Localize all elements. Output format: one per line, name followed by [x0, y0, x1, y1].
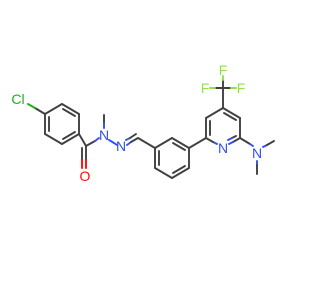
bond — [129, 133, 137, 139]
bond — [85, 140, 96, 147]
bond — [188, 137, 207, 149]
dimethylamino-nitrogen-atom-label: N — [252, 145, 262, 161]
bond — [154, 137, 173, 149]
bond — [223, 112, 237, 121]
fluorine-top-atom-label: F — [219, 62, 228, 78]
fluorine-right-atom-label: F — [237, 80, 246, 96]
bond — [172, 165, 186, 174]
bond — [266, 140, 275, 146]
bond — [44, 133, 63, 145]
bond — [44, 103, 63, 115]
bond — [154, 167, 173, 179]
molecule-structure-diagram: Cl O N N — [11, 62, 275, 184]
bond — [205, 137, 214, 143]
bond — [228, 141, 234, 145]
chlorine-atom-label: Cl — [11, 91, 24, 107]
bond — [172, 142, 186, 151]
bond — [171, 137, 190, 149]
fluorine-left-atom-label: F — [201, 80, 210, 96]
bond — [222, 107, 241, 119]
oxygen-atom-label: O — [80, 168, 91, 184]
bond — [232, 137, 241, 143]
bond — [62, 108, 76, 117]
amide-nitrogen-atom-label: N — [99, 127, 109, 143]
central-benzene-ring — [154, 137, 190, 179]
bond — [62, 131, 76, 140]
bond — [113, 142, 118, 146]
pyridine-ring — [205, 107, 241, 145]
bond — [130, 137, 139, 143]
hydrazone-nitrogen-atom-label: N — [116, 138, 126, 154]
bond — [27, 103, 36, 109]
bond — [137, 137, 156, 149]
pyridine-nitrogen-atom-label: N — [218, 140, 228, 156]
bond — [94, 137, 100, 142]
bond — [205, 107, 224, 119]
bond — [108, 139, 115, 144]
bond — [61, 133, 80, 145]
bond — [34, 107, 46, 115]
bond — [78, 133, 87, 147]
bond — [227, 137, 233, 141]
bond — [249, 143, 254, 147]
bond — [239, 137, 251, 145]
bond — [171, 167, 190, 179]
chlorophenyl-ring — [44, 103, 80, 145]
bond — [61, 103, 80, 115]
